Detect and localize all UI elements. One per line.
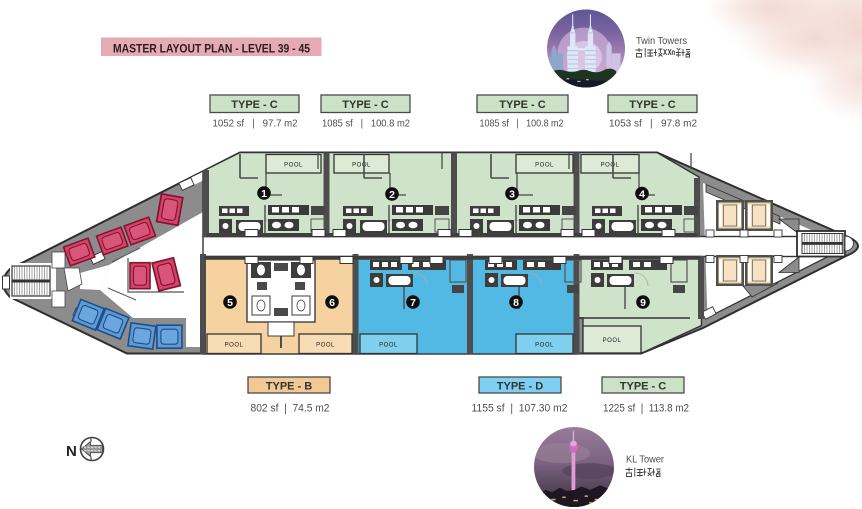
svg-text:2: 2	[389, 189, 395, 201]
svg-text:N: N	[66, 443, 77, 460]
svg-text:POOL: POOL	[379, 343, 398, 349]
svg-text:3: 3	[509, 188, 515, 200]
svg-text:4: 4	[639, 188, 645, 200]
svg-text:POOL: POOL	[284, 163, 303, 169]
svg-text:Twin Towers: Twin Towers	[636, 36, 687, 47]
svg-text:KL Tower: KL Tower	[626, 455, 665, 466]
svg-text:TYPE - C: TYPE - C	[629, 99, 676, 111]
svg-text:1053 sf | 97.8 m2: 1053 sf | 97.8 m2	[609, 118, 697, 130]
svg-text:POOL: POOL	[603, 338, 622, 344]
svg-text:POOL: POOL	[535, 163, 554, 169]
svg-text:802 sf | 74.5 m2: 802 sf | 74.5 m2	[251, 403, 330, 415]
svg-text:1155 sf | 107.30 m2: 1155 sf | 107.30 m2	[472, 403, 568, 415]
svg-text:1225 sf | 113.8 m2: 1225 sf | 113.8 m2	[603, 403, 689, 415]
svg-text:TYPE - C: TYPE - C	[620, 380, 667, 392]
svg-text:MASTER LAYOUT PLAN - LEVEL 39: MASTER LAYOUT PLAN - LEVEL 39 - 45	[113, 43, 311, 55]
svg-text:POOL: POOL	[352, 163, 371, 169]
svg-text:9: 9	[640, 297, 646, 309]
svg-text:POOL: POOL	[535, 343, 554, 349]
svg-text:7: 7	[410, 297, 416, 309]
svg-text:1085 sf | 100.8 m2: 1085 sf | 100.8 m2	[480, 118, 564, 130]
svg-text:1: 1	[261, 188, 267, 200]
svg-text:1052 sf | 97.7 m2: 1052 sf | 97.7 m2	[213, 118, 298, 130]
svg-text:POOL: POOL	[316, 343, 335, 349]
svg-text:6: 6	[329, 297, 335, 309]
svg-text:POOL: POOL	[601, 163, 620, 169]
svg-text:POOL: POOL	[225, 343, 244, 349]
svg-text:TYPE - C: TYPE - C	[499, 99, 546, 111]
svg-text:1085 sf | 100.8 m2: 1085 sf | 100.8 m2	[322, 118, 410, 130]
svg-text:5: 5	[227, 297, 233, 309]
svg-text:TYPE - D: TYPE - D	[497, 380, 544, 392]
svg-text:TYPE - C: TYPE - C	[342, 99, 389, 111]
svg-text:TYPE - B: TYPE - B	[266, 380, 313, 392]
svg-text:TYPE - C: TYPE - C	[231, 99, 278, 111]
svg-text:8: 8	[513, 297, 519, 309]
